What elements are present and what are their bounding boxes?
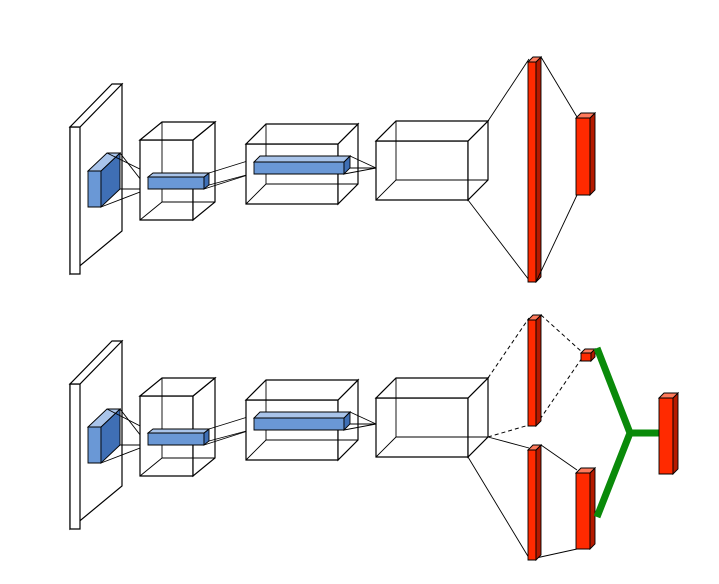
connection-lines-5 <box>535 56 578 283</box>
conv-volume-1 <box>138 120 217 222</box>
connection-lines-3 <box>343 155 377 175</box>
network-bottom <box>68 313 680 562</box>
dashed-connection-lines <box>487 314 583 438</box>
fc-layer <box>526 55 543 284</box>
connection-lines-4 <box>467 58 530 281</box>
network-top <box>68 55 597 284</box>
fc-layer-b <box>526 443 543 562</box>
merge-path <box>593 346 660 519</box>
conv-volume-2-bottom <box>244 378 360 462</box>
conv-volume-1-bottom <box>138 376 217 478</box>
input-kernel-bottom <box>86 407 122 465</box>
merged-output <box>657 391 680 476</box>
conv-volume-3-bottom <box>374 376 490 459</box>
solid-connection-lines <box>467 436 578 559</box>
connection-lines-b3 <box>343 411 377 431</box>
fc-layer-a <box>526 313 543 428</box>
input-kernel <box>86 151 122 209</box>
small-output <box>579 347 597 363</box>
output-layer-b <box>574 466 597 551</box>
conv-volume-2 <box>244 122 360 206</box>
output-layer <box>574 111 597 197</box>
conv-volume-3 <box>374 119 490 202</box>
